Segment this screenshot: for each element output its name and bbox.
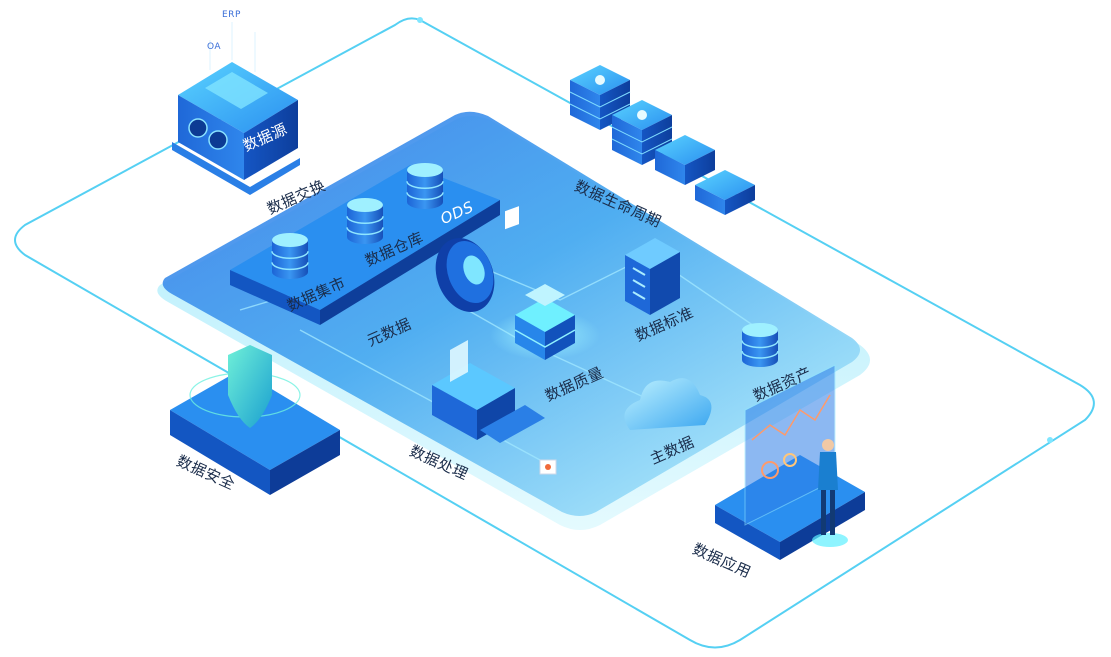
- oa-label: OA: [207, 42, 222, 52]
- outer-loop-line: [14, 17, 1095, 649]
- erp-label: ERP: [222, 10, 241, 20]
- shield-icon: [228, 345, 272, 428]
- loop-node: [1047, 437, 1053, 443]
- cloud-icon: [624, 378, 712, 430]
- data-processing-machine: [432, 206, 557, 475]
- database-icon: [406, 163, 444, 209]
- data-quality-stack: [490, 284, 600, 360]
- document-icon: [450, 340, 468, 382]
- fan-icon: [637, 110, 647, 120]
- data-security-block: [170, 345, 340, 495]
- database-icon: [271, 233, 309, 279]
- person-icon: [812, 439, 848, 547]
- data-source-server: [172, 22, 300, 195]
- database-icon: [346, 198, 384, 244]
- chip-icon: [205, 72, 268, 109]
- port-icon: [188, 118, 208, 138]
- data-lifecycle-stack: [569, 65, 755, 215]
- database-group: [271, 163, 779, 367]
- fan-icon: [595, 75, 605, 85]
- document-icon: [505, 206, 519, 230]
- data-application-station: [715, 364, 865, 560]
- data-standard-cabinet-icon: [625, 238, 680, 315]
- loop-node: [417, 17, 423, 23]
- port-icon: [208, 130, 228, 150]
- database-icon: [741, 323, 779, 367]
- metadata-disk-icon: [435, 238, 495, 312]
